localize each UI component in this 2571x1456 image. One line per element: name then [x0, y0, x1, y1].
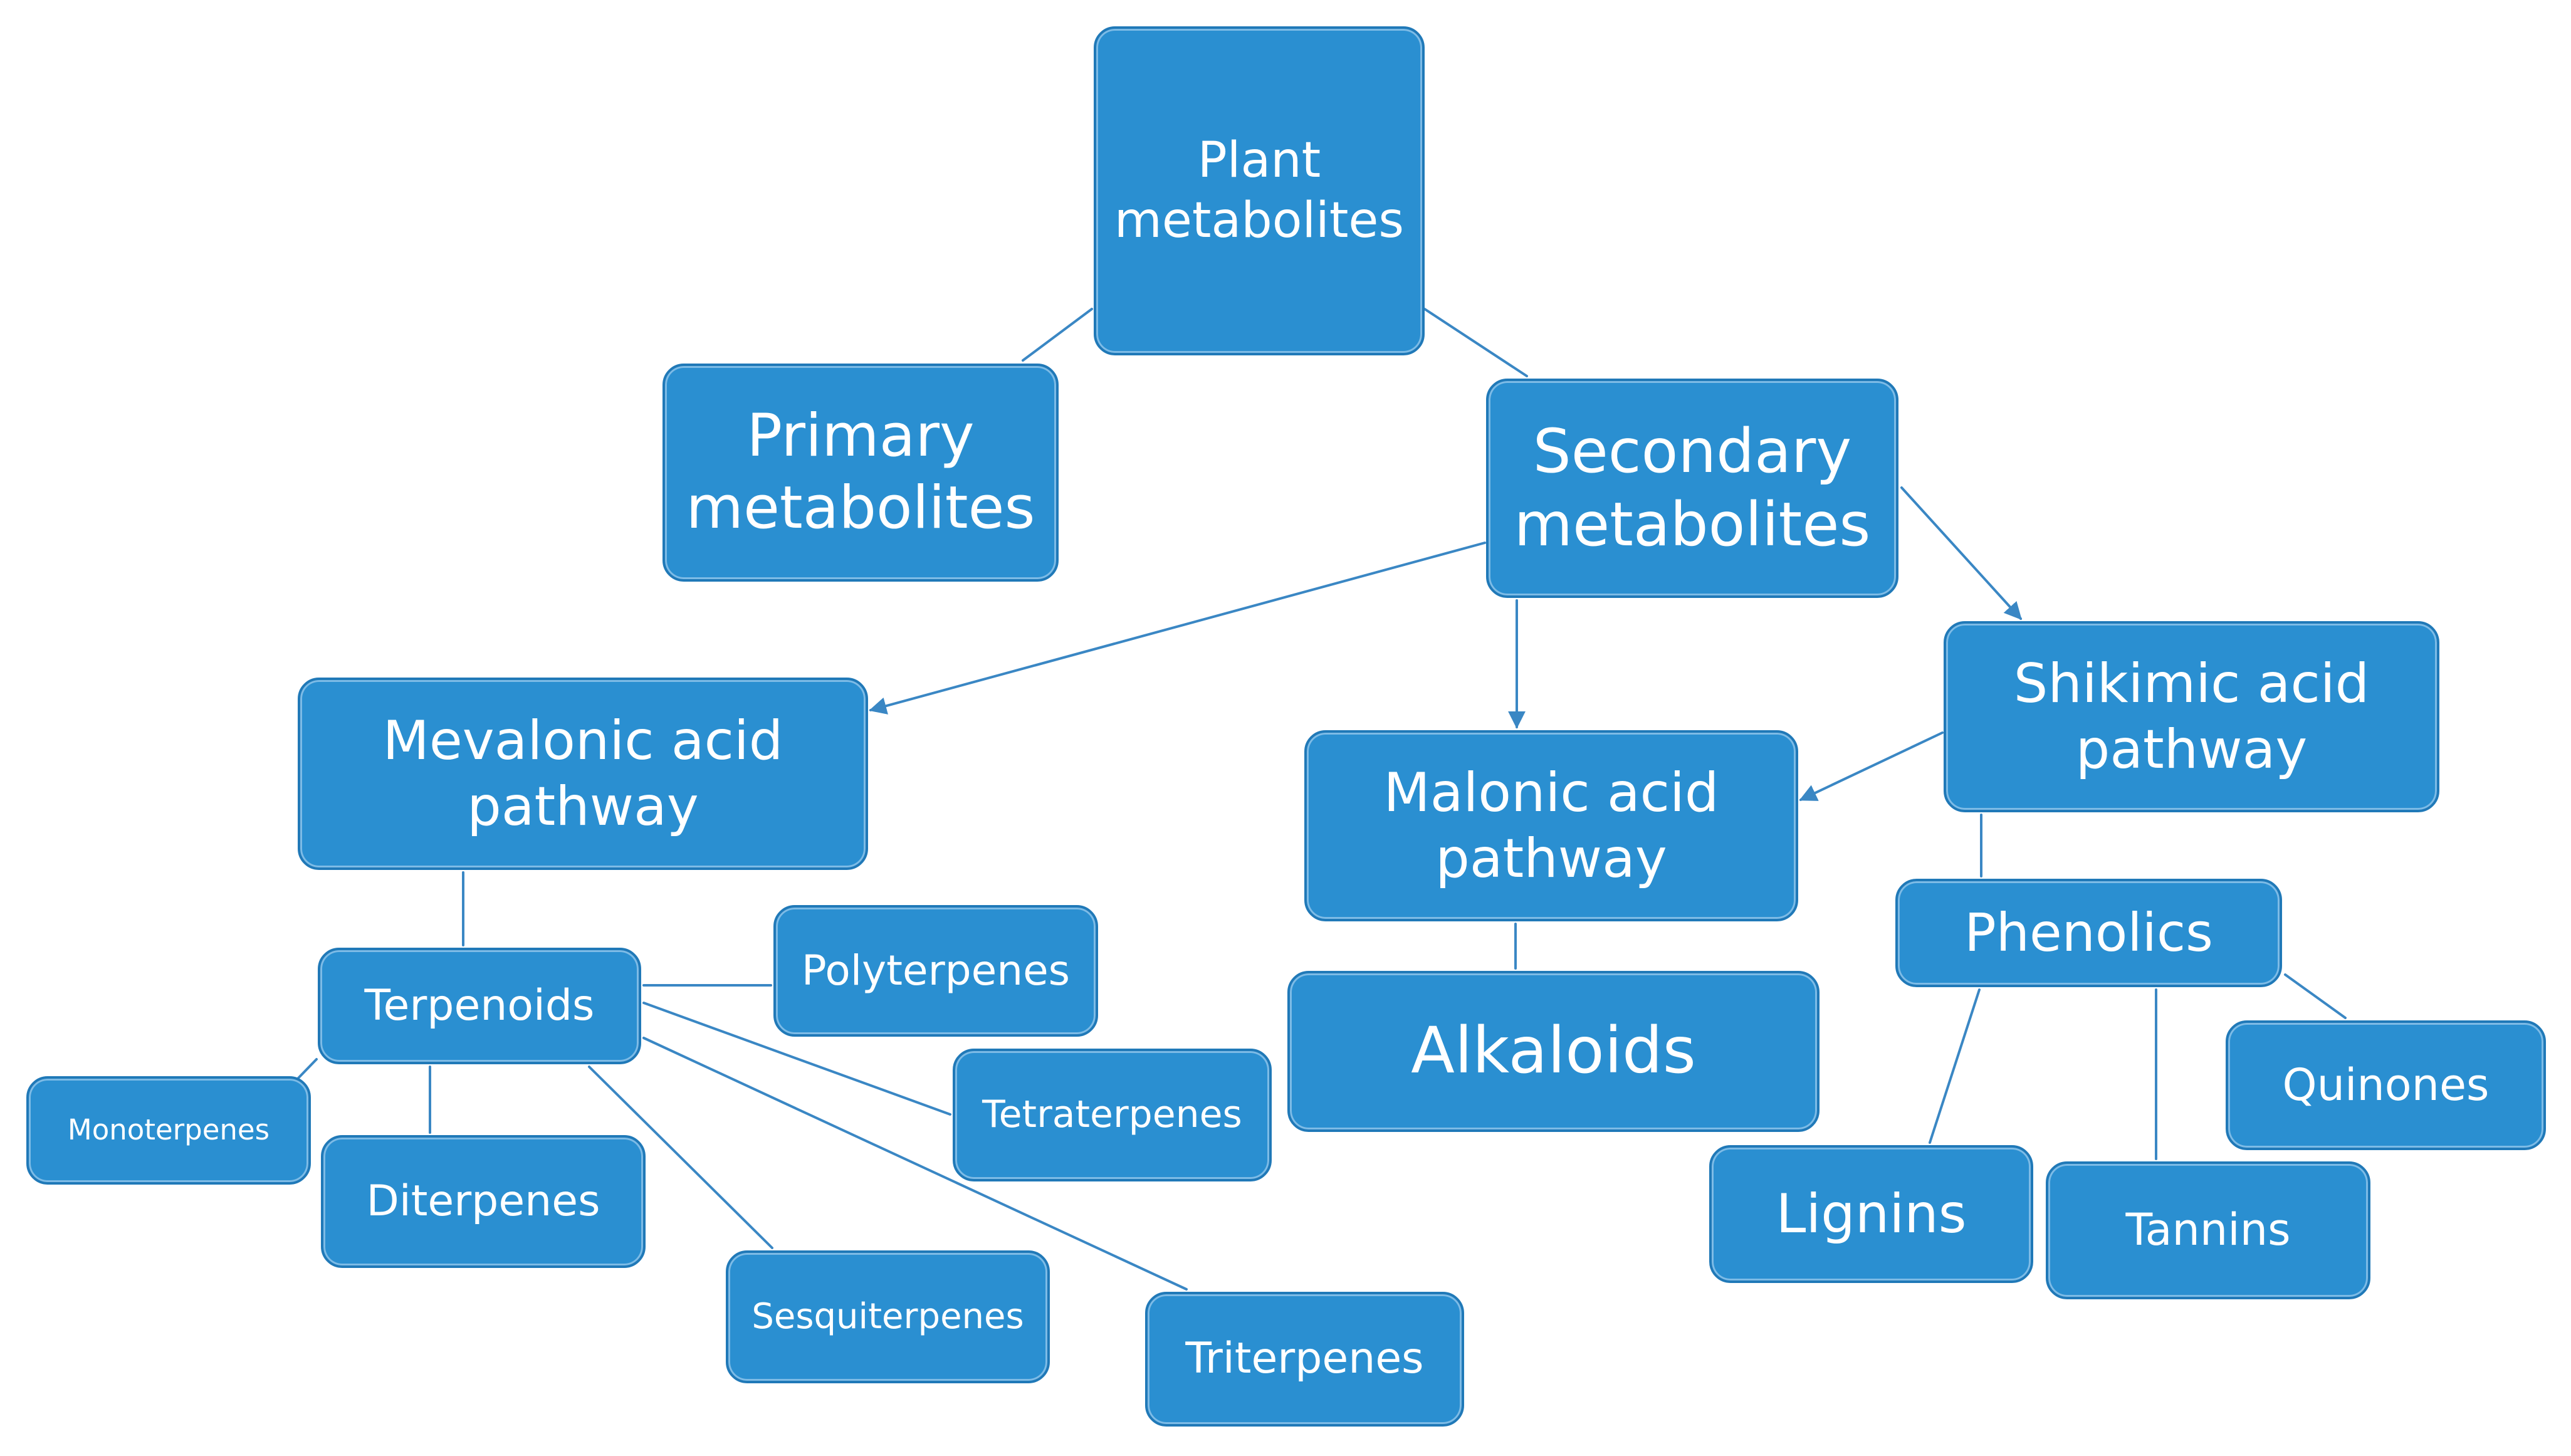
node-label: Tannins [2125, 1204, 2291, 1256]
edge-phenolics-to-lignins [1929, 988, 1981, 1144]
edge-terpenoids-to-triterpenes [642, 1037, 1188, 1291]
edge-shikimic-acid-pathway-to-malonic-acid-pathway [1799, 731, 1944, 801]
edge-secondary-metabolites-to-shikimic-acid-pathway [1900, 486, 2022, 621]
node-phenolics: Phenolics [1895, 879, 2282, 987]
node-label: Malonic acid pathway [1383, 761, 1719, 890]
node-label: Secondary metabolites [1514, 416, 1871, 560]
node-label: Quinones [2282, 1059, 2490, 1111]
node-tetraterpenes: Tetraterpenes [953, 1049, 1272, 1181]
node-quinones: Quinones [2226, 1020, 2546, 1150]
node-plant-metabolites: Plant metabolites [1094, 26, 1425, 355]
node-triterpenes: Triterpenes [1145, 1292, 1464, 1427]
node-primary-metabolites: Primary metabolites [662, 364, 1059, 582]
node-mevalonic-acid-pathway: Mevalonic acid pathway [298, 678, 868, 870]
edge-secondary-metabolites-to-mevalonic-acid-pathway [869, 542, 1486, 715]
node-label: Terpenoids [364, 980, 595, 1030]
node-sesquiterpenes: Sesquiterpenes [726, 1250, 1050, 1383]
node-label: Phenolics [1964, 902, 2213, 964]
edge-terpenoids-to-tetraterpenes [642, 1002, 951, 1116]
node-diterpenes: Diterpenes [321, 1135, 646, 1268]
node-label: Polyterpenes [801, 946, 1071, 995]
edge-plant-metabolites-to-primary-metabolites [1022, 308, 1093, 362]
edge-group [296, 308, 2347, 1291]
node-label: Tetraterpenes [982, 1092, 1242, 1137]
edge-terpenoids-to-monoterpenes [296, 1058, 318, 1080]
node-terpenoids: Terpenoids [318, 948, 641, 1064]
node-monoterpenes: Monoterpenes [26, 1076, 311, 1185]
edge-terpenoids-to-sesquiterpenes [588, 1066, 773, 1249]
node-tannins: Tannins [2046, 1161, 2370, 1299]
edge-plant-metabolites-to-secondary-metabolites [1423, 308, 1528, 377]
node-label: Monoterpenes [67, 1113, 270, 1147]
node-secondary-metabolites: Secondary metabolites [1486, 379, 1898, 598]
node-alkaloids: Alkaloids [1287, 971, 1820, 1132]
node-label: Alkaloids [1411, 1013, 1696, 1089]
edge-phenolics-to-quinones [2284, 973, 2347, 1019]
node-malonic-acid-pathway: Malonic acid pathway [1304, 730, 1798, 921]
node-label: Plant metabolites [1114, 132, 1405, 249]
node-label: Sesquiterpenes [751, 1296, 1024, 1337]
node-label: Diterpenes [366, 1176, 600, 1226]
node-label: Triterpenes [1185, 1334, 1424, 1384]
node-label: Shikimic acid pathway [2013, 652, 2370, 781]
node-polyterpenes: Polyterpenes [773, 905, 1098, 1037]
node-label: Lignins [1776, 1182, 1967, 1245]
node-label: Mevalonic acid pathway [382, 709, 783, 838]
node-lignins: Lignins [1709, 1145, 2033, 1283]
node-label: Primary metabolites [686, 402, 1035, 542]
node-shikimic-acid-pathway: Shikimic acid pathway [1944, 621, 2439, 812]
